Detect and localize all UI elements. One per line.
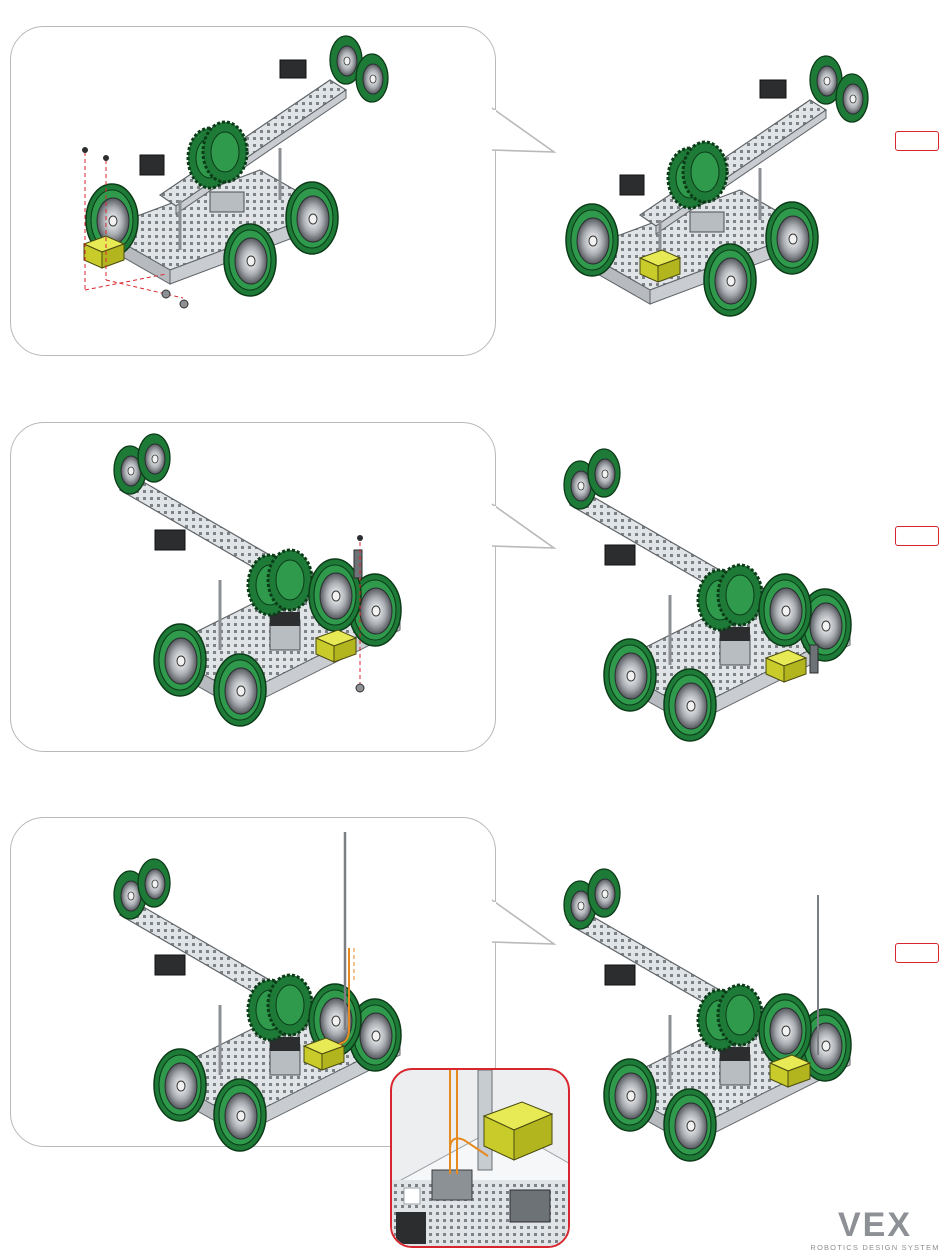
vex-tagline: ROBOTICS DESIGN SYSTEM — [808, 1243, 942, 1252]
vex-wordmark: VEX — [808, 1207, 942, 1243]
nut-icon — [162, 290, 170, 298]
step-3-number-box — [895, 943, 939, 963]
nut-icon — [356, 684, 364, 692]
step-2-exploded-illustration — [110, 440, 440, 750]
antenna-mount-detail-icon — [392, 1070, 570, 1248]
step-2-bubble-tail — [488, 496, 558, 606]
nut-icon — [180, 300, 188, 308]
step-1-assembled-illustration — [560, 60, 890, 360]
step-1-bubble-tail — [488, 100, 558, 210]
antenna-mount-detail-inset — [390, 1068, 570, 1248]
step-3-bubble-tail — [488, 892, 558, 1002]
step-2-number-box — [895, 526, 939, 546]
step-1-exploded-illustration — [70, 40, 410, 350]
standoff-bracket — [354, 550, 362, 578]
vex-logo: VEX ROBOTICS DESIGN SYSTEM — [808, 1207, 942, 1253]
step-2-assembled-illustration — [560, 455, 890, 765]
step-3-assembled-illustration — [560, 840, 890, 1160]
step-1-number-box — [895, 131, 939, 151]
